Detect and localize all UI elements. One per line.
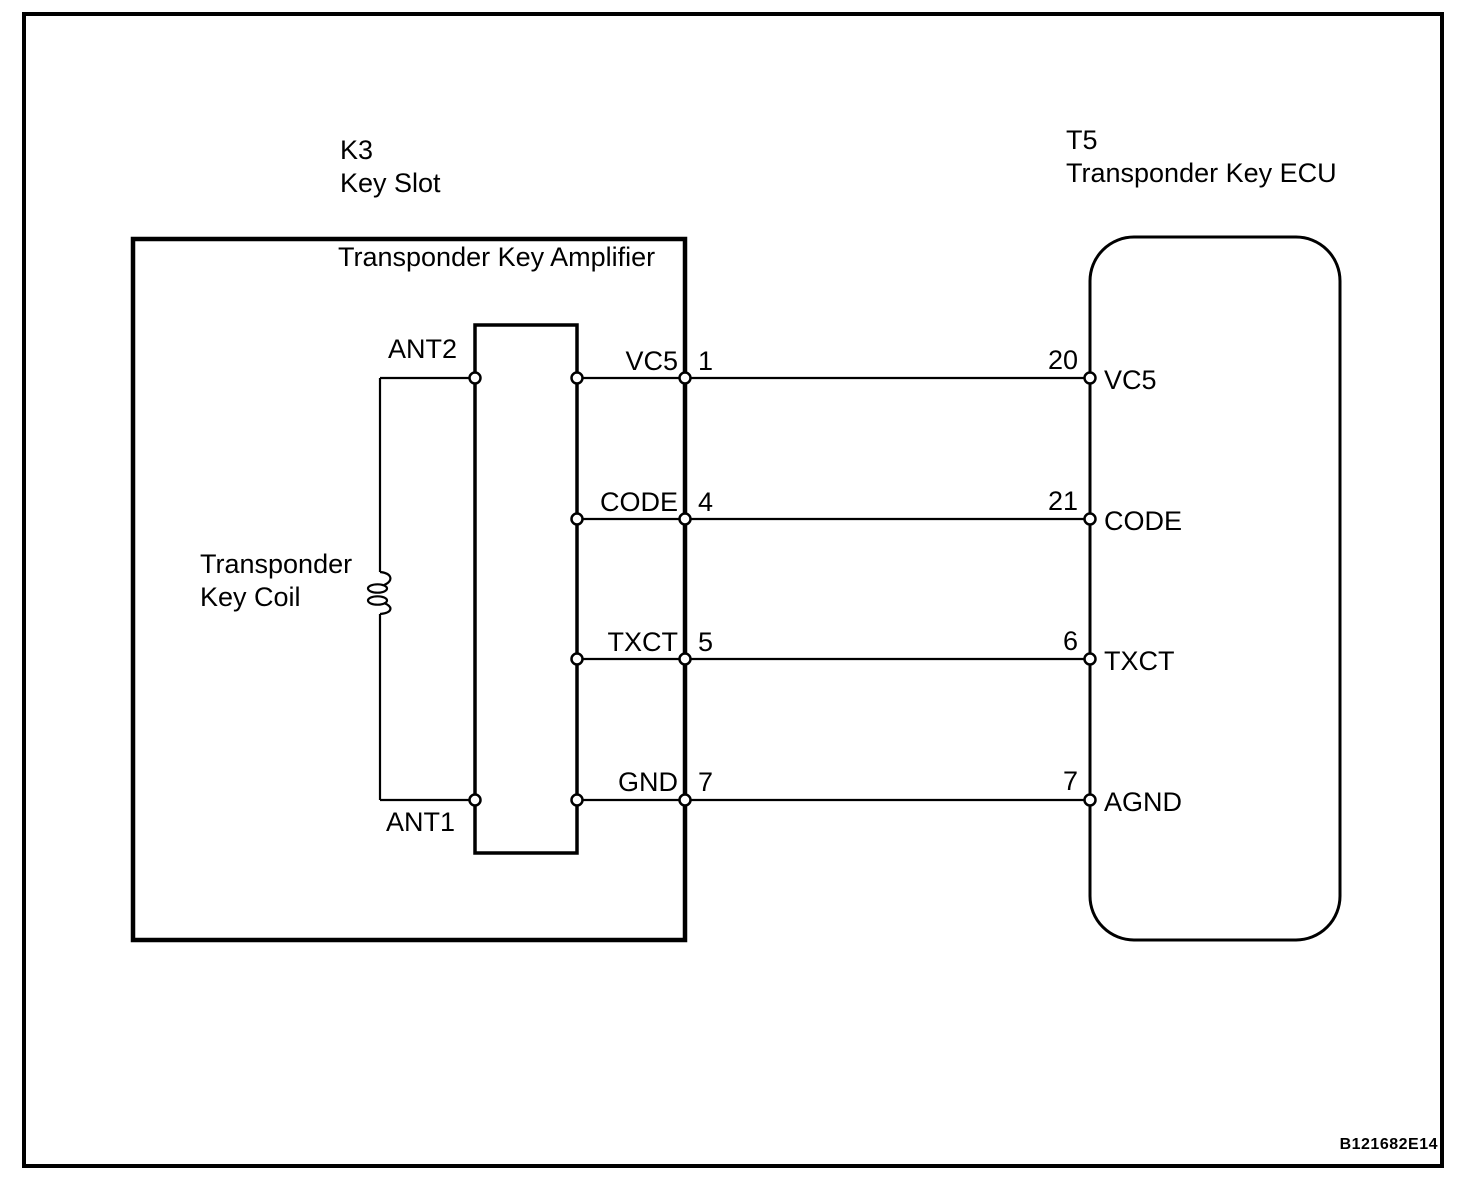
terminal-ecu-agnd [1083,793,1097,807]
ecu-code: T5 [1066,125,1098,155]
key-slot-name: Key Slot [340,168,441,198]
terminal-ecu-txct [1083,652,1097,666]
key-slot-box [130,236,688,943]
key-slot-code: K3 [340,135,374,165]
amplifier-connector-box [473,323,579,855]
ecu-name: Transponder Key ECU [1066,158,1337,188]
ant2-label: ANT2 [388,334,458,364]
amp-pin-label-txct: TXCT [607,627,679,657]
ecu-pin-label-vc5: VC5 [1104,365,1157,395]
ecu-pin-label-agnd: AGND [1104,787,1183,817]
amp-pin-number-txct: 5 [698,627,714,657]
terminal-amp-right-gnd [570,793,584,807]
figure-id: B121682E14 [1339,1136,1438,1153]
amp-pin-label-vc5: VC5 [625,346,678,376]
terminal-amp-right-code [570,512,584,526]
ecu-pin-number-agnd: 7 [1062,766,1078,796]
terminal-amp-right-txct [570,652,584,666]
amplifier-title: Transponder Key Amplifier [338,242,656,272]
terminal-keyslot-edge-txct [678,652,692,666]
diagram-border-frame [22,12,1444,1168]
amp-pin-number-vc5: 1 [698,346,714,376]
terminal-keyslot-edge-code [678,512,692,526]
ecu-pin-label-code: CODE [1104,506,1183,536]
ecu-pin-number-vc5: 20 [1047,345,1078,375]
terminal-amp-left-ant2 [468,371,482,385]
terminal-ecu-vc5 [1083,371,1097,385]
amp-pin-number-gnd: 7 [698,767,714,797]
coil-label-line1: Transponder [200,549,353,579]
ecu-pin-number-code: 21 [1047,486,1078,516]
terminal-amp-left-ant1 [468,793,482,807]
ant1-label: ANT1 [386,807,456,837]
terminal-keyslot-edge-gnd [678,793,692,807]
amp-pin-label-gnd: GND [618,767,678,797]
ecu-pin-number-txct: 6 [1062,626,1078,656]
ecu-box [1088,235,1342,942]
terminal-circles [468,371,1097,807]
coil-label-line2: Key Coil [200,582,301,612]
terminal-amp-right-vc5 [570,371,584,385]
terminal-keyslot-edge-vc5 [678,371,692,385]
coil-symbol [366,570,392,616]
amp-pin-number-code: 4 [698,487,714,517]
terminal-ecu-code [1083,512,1097,526]
amp-pin-label-code: CODE [599,487,678,517]
ecu-pin-label-txct: TXCT [1104,646,1175,676]
